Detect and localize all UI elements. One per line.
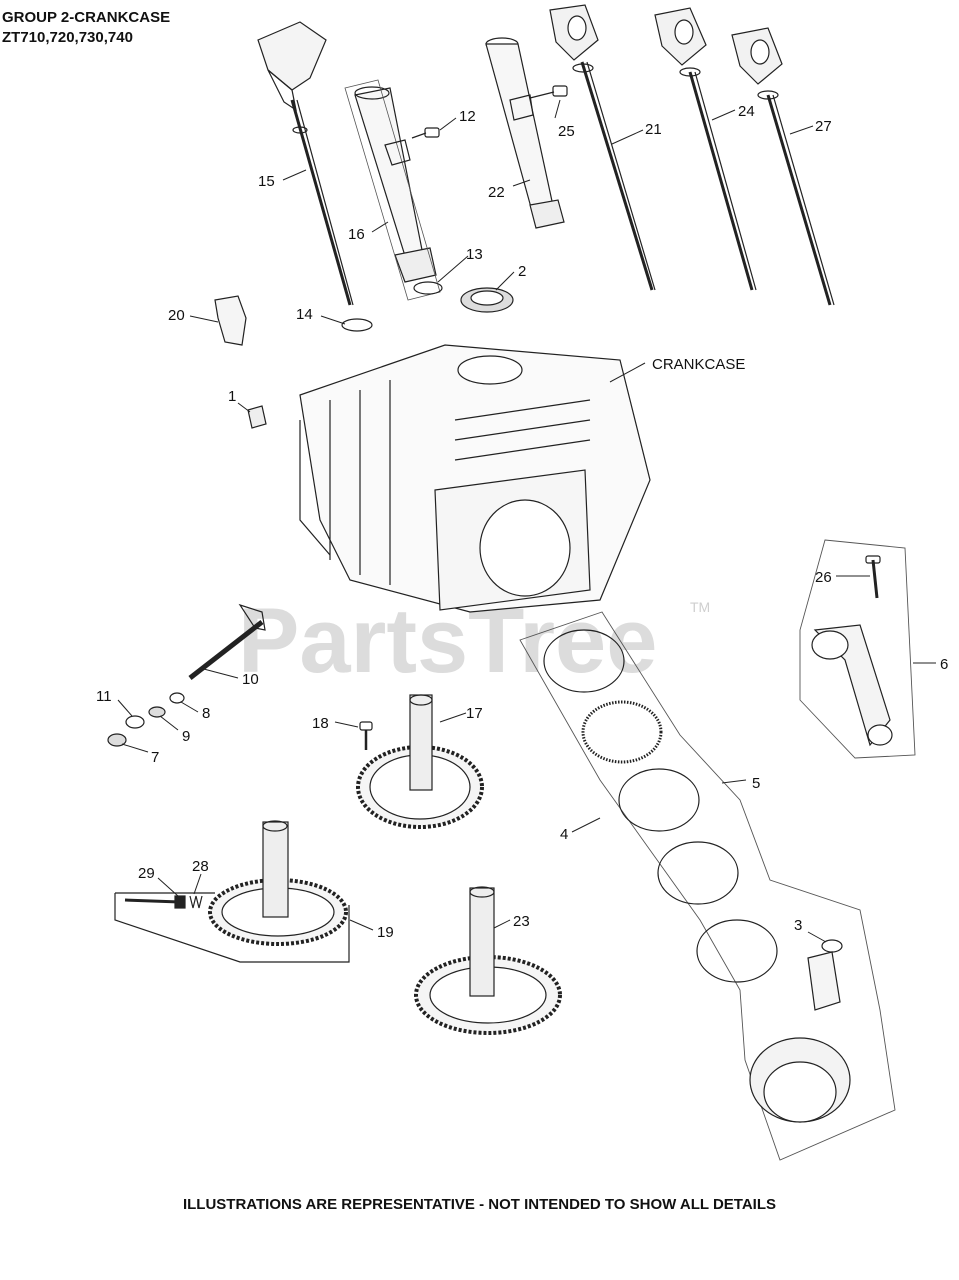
callout-25: 25 — [558, 123, 575, 140]
callout-3: 3 — [794, 917, 802, 934]
o-ring-14 — [341, 318, 373, 332]
callout-18: 18 — [312, 715, 329, 732]
callout-27: 27 — [815, 118, 832, 135]
callout-6: 6 — [940, 656, 948, 673]
group-title: GROUP 2-CRANKCASE — [2, 9, 171, 26]
oil-seal-2 — [460, 287, 514, 313]
callout-7: 7 — [151, 749, 159, 766]
dipstick-27 — [731, 27, 835, 306]
screw-18 — [359, 721, 373, 750]
callout-8: 8 — [202, 705, 210, 722]
callout-9: 9 — [182, 728, 190, 745]
callout-10: 10 — [242, 671, 259, 688]
washer-9 — [148, 706, 166, 718]
callout-1: 1 — [228, 388, 236, 405]
callout-5: 5 — [752, 775, 760, 792]
dipstick-tube-16 — [344, 79, 441, 301]
dipstick-21 — [549, 4, 656, 291]
callout-21: 21 — [645, 121, 662, 138]
callout-22: 22 — [488, 184, 505, 201]
callout-4: 4 — [560, 826, 568, 843]
callout-2: 2 — [518, 263, 526, 280]
callout-17: 17 — [466, 705, 483, 722]
crankcase-body — [299, 344, 651, 613]
screw-12 — [384, 127, 440, 166]
callout-crankcase: CRANKCASE — [652, 356, 745, 373]
callout-19: 19 — [377, 924, 394, 941]
plug-1 — [247, 405, 267, 429]
callout-20: 20 — [168, 307, 185, 324]
callout-15: 15 — [258, 173, 275, 190]
camshaft-19 — [114, 820, 350, 963]
callout-16: 16 — [348, 226, 365, 243]
pin-29 — [124, 895, 186, 909]
callout-23: 23 — [513, 913, 530, 930]
ring-kit-outline-4 — [519, 611, 896, 1161]
callout-11: 11 — [96, 688, 112, 705]
washer-8 — [169, 692, 185, 704]
dipstick-tube-22 — [485, 37, 565, 229]
washer-11 — [125, 715, 145, 729]
spring-28 — [189, 895, 203, 909]
piston-pin — [807, 951, 841, 1011]
camshaft-23 — [414, 886, 562, 1035]
callout-13: 13 — [466, 246, 483, 263]
callout-12: 12 — [459, 108, 476, 125]
dipstick-15 — [257, 21, 354, 306]
footer-disclaimer: ILLUSTRATIONS ARE REPRESENTATIVE - NOT I… — [182, 1196, 777, 1213]
callout-14: 14 — [296, 306, 313, 323]
bolt-26 — [865, 555, 881, 599]
dipstick-24 — [654, 7, 757, 291]
exploded-parts-diagram: PartsTree TM — [96, 4, 948, 1161]
model-numbers: ZT710,720,730,740 — [2, 29, 133, 46]
callout-29: 29 — [138, 865, 155, 882]
piston — [749, 1037, 851, 1123]
callout-28: 28 — [192, 858, 209, 875]
callout-26: 26 — [815, 569, 832, 586]
connecting-rod-6 — [799, 539, 916, 759]
watermark-trademark: TM — [690, 599, 710, 615]
piston-rings-5 — [543, 629, 778, 983]
screw-25 — [509, 85, 568, 121]
camshaft-17 — [356, 694, 484, 829]
washer-7 — [107, 733, 127, 747]
bracket-20 — [214, 295, 247, 346]
callout-24: 24 — [738, 103, 755, 120]
o-ring-13 — [413, 281, 443, 295]
